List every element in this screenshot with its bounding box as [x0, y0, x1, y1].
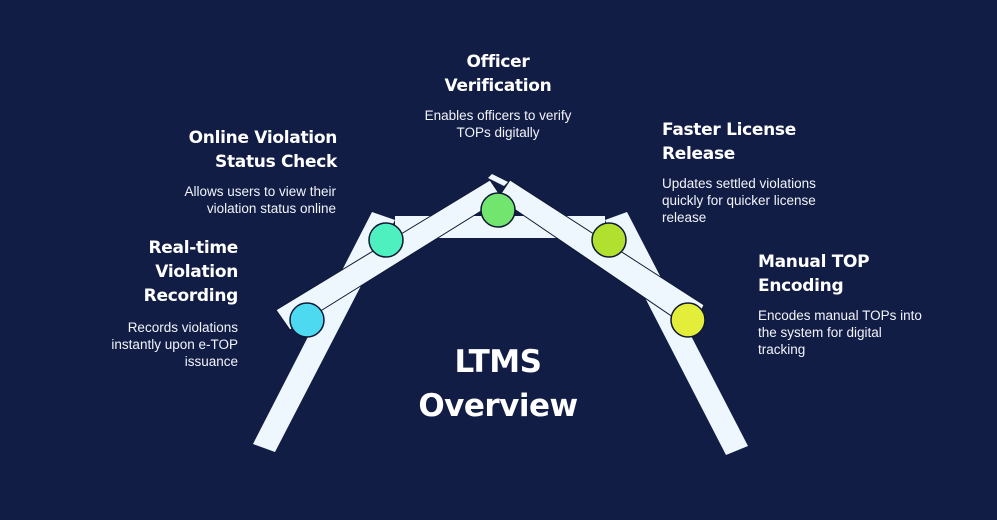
- node-title-line: Release: [662, 144, 735, 164]
- node-title-line: Violation: [155, 262, 238, 282]
- node-title-line: Recording: [143, 286, 239, 306]
- diagram-title: LTMS Overview: [348, 340, 648, 428]
- node-title-line: Officer: [466, 52, 530, 72]
- node-title-manual-top-encoding: Manual TOP Encoding: [758, 250, 870, 298]
- node-title-line: Verification: [444, 76, 552, 96]
- node-title-realtime-violation-recording: Real-time Violation Recording: [143, 236, 239, 308]
- node-title-line: Status Check: [215, 152, 337, 172]
- node-title-line: Online Violation: [188, 128, 338, 148]
- node-desc-realtime-violation-recording: Records violations instantly upon e-TOP …: [111, 319, 238, 370]
- node-dot-faster-license-release: [591, 222, 627, 258]
- node-title-officer-verification: Officer Verification: [398, 50, 598, 98]
- node-desc-faster-license-release: Updates settled violations quickly for q…: [662, 175, 816, 226]
- node-title-online-violation-status-check: Online Violation Status Check: [188, 126, 338, 174]
- node-title-line: Manual TOP: [758, 252, 870, 272]
- node-dot-officer-verification: [480, 192, 516, 228]
- node-circles: [289, 192, 706, 338]
- node-desc-line: TOPs digitally: [456, 125, 540, 140]
- node-desc-line: release: [662, 210, 707, 225]
- node-title-line: Real-time: [148, 238, 239, 258]
- node-desc-officer-verification: Enables officers to verify TOPs digitall…: [398, 107, 598, 141]
- node-desc-line: instantly upon e-TOP: [111, 337, 238, 352]
- node-desc-line: Records violations: [127, 320, 238, 335]
- node-desc-line: tracking: [758, 342, 806, 357]
- node-title-faster-license-release: Faster License Release: [662, 118, 796, 166]
- node-desc-manual-top-encoding: Encodes manual TOPs into the system for …: [758, 307, 922, 358]
- node-desc-line: Updates settled violations: [662, 176, 816, 191]
- node-desc-online-violation-status-check: Allows users to view their violation sta…: [184, 183, 336, 217]
- node-desc-line: the system for digital: [758, 325, 882, 340]
- node-desc-line: quickly for quicker license: [662, 193, 816, 208]
- node-desc-line: violation status online: [206, 201, 336, 216]
- node-dot-realtime-violation-recording: [289, 302, 325, 338]
- node-desc-line: Allows users to view their: [184, 184, 336, 199]
- node-dot-manual-top-encoding: [670, 302, 706, 338]
- diagram-title-line-1: LTMS: [454, 344, 542, 380]
- arch-apex: [488, 174, 508, 186]
- node-desc-line: issuance: [184, 354, 238, 369]
- node-desc-line: Encodes manual TOPs into: [758, 308, 922, 323]
- diagram-title-line-2: Overview: [418, 388, 578, 424]
- node-title-line: Faster License: [662, 120, 796, 140]
- node-dot-online-violation-status-check: [368, 222, 404, 258]
- node-desc-line: Enables officers to verify: [424, 108, 572, 123]
- node-title-line: Encoding: [758, 276, 844, 296]
